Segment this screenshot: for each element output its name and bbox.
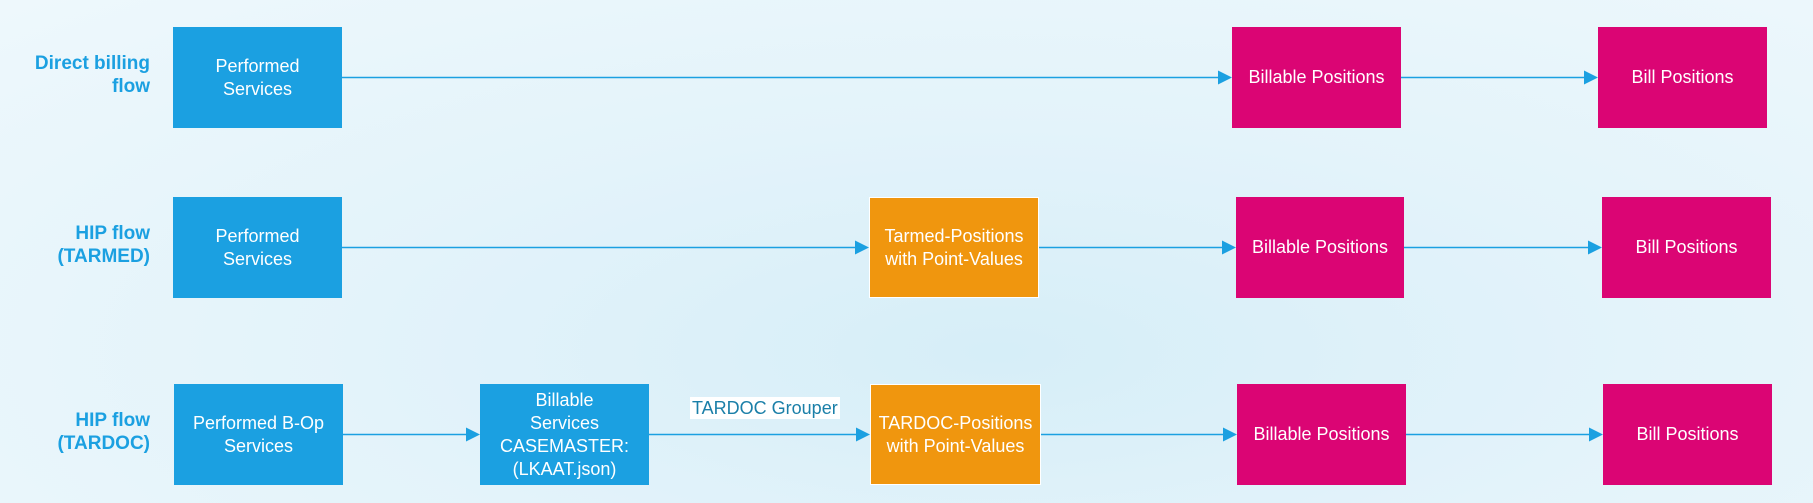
row-label: HIP flow(TARMED): [10, 222, 150, 268]
node-text-line: Performed B-Op: [192, 412, 325, 433]
node-text-line: with Point-Values: [886, 435, 1025, 456]
flow-node-magenta: Billable Positions: [1232, 27, 1401, 128]
node-text-line: Billable Positions: [1248, 67, 1385, 87]
flow-node-magenta: Bill Positions: [1602, 197, 1771, 298]
flow-node-text: Bill Positions: [1631, 66, 1733, 89]
arrow-head: [855, 240, 869, 255]
node-text-line: TARDOC-Positions: [878, 412, 1033, 433]
row-label-line: (TARMED): [57, 246, 150, 267]
row-label-line: HIP flow: [75, 410, 150, 431]
flow-arrow: [1041, 427, 1237, 442]
node-text-line: Billable: [535, 389, 594, 410]
node-text-line: Bill Positions: [1635, 237, 1738, 257]
flow-arrow: [1406, 427, 1603, 442]
flow-node-text: Billable Positions: [1252, 236, 1388, 259]
edge-label: TARDOC Grouper: [690, 397, 840, 419]
arrow-head: [1589, 427, 1603, 442]
flow-arrow: [1039, 240, 1236, 255]
flow-arrow: [343, 427, 480, 442]
node-text-line: Bill Positions: [1636, 424, 1739, 444]
row-label: HIP flow(TARDOC): [10, 409, 150, 455]
arrow-head: [466, 427, 480, 442]
flow-arrow: [1404, 240, 1602, 255]
flow-arrow: [1401, 70, 1598, 85]
node-text-line: Bill Positions: [1631, 67, 1734, 87]
row-label-line: flow: [112, 76, 150, 97]
flow-node-magenta: Bill Positions: [1598, 27, 1767, 128]
flow-node-text: Bill Positions: [1635, 236, 1737, 259]
arrow-head: [1223, 427, 1237, 442]
row-label-line: (TARDOC): [57, 433, 150, 454]
node-text-line: (LKAAT.json): [512, 458, 617, 479]
flow-node-text: Billable Positions: [1253, 423, 1389, 446]
node-text-line: Billable Positions: [1251, 237, 1389, 257]
node-text-line: CASEMASTER:: [499, 435, 630, 456]
flow-node-text: Billable Positions: [1248, 66, 1384, 89]
flow-arrow: [342, 70, 1232, 85]
node-text-line: Performed: [215, 55, 300, 76]
node-text-line: Billable Positions: [1253, 424, 1390, 444]
node-text-line: with Point-Values: [885, 248, 1023, 269]
flow-arrow: [342, 240, 869, 255]
arrow-head: [1222, 240, 1236, 255]
arrow-head: [1584, 70, 1598, 85]
node-text-line: Services: [222, 78, 292, 99]
node-text-line: Performed: [215, 225, 300, 246]
flow-node-magenta: Billable Positions: [1236, 197, 1404, 298]
arrow-head: [1588, 240, 1602, 255]
flow-arrow: [649, 427, 870, 442]
node-text-line: Services: [529, 412, 600, 433]
flow-node-text: Bill Positions: [1636, 423, 1738, 446]
node-text-line: Services: [223, 435, 293, 456]
flow-node-magenta: Bill Positions: [1603, 384, 1772, 485]
arrow-head: [1218, 70, 1232, 85]
arrow-head: [856, 427, 870, 442]
row-label-line: HIP flow: [75, 223, 150, 244]
node-text-line: Services: [222, 248, 292, 269]
row-label-line: Direct billing: [34, 53, 150, 74]
node-text-line: Tarmed-Positions: [884, 225, 1024, 246]
flow-node-magenta: Billable Positions: [1237, 384, 1406, 485]
